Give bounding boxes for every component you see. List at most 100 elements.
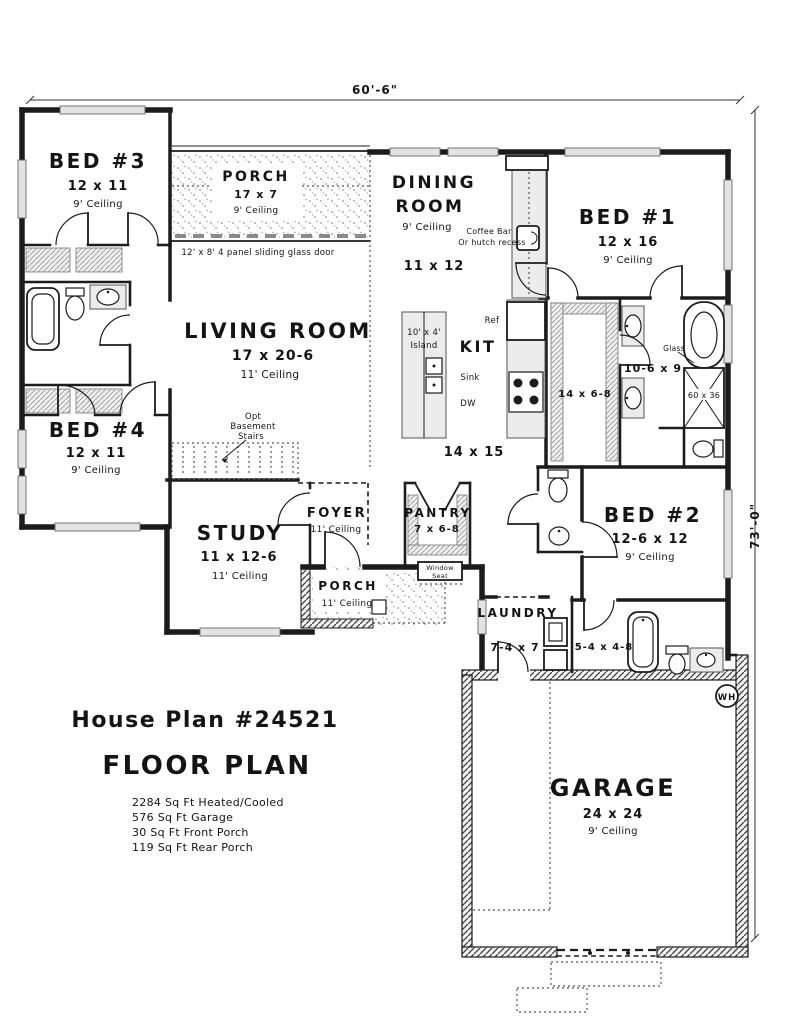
room-label-bed3: BED #3 [49, 149, 147, 173]
room-label-dining-2: ROOM [396, 197, 465, 217]
room-size-bed2: 12-6 x 12 [611, 532, 688, 547]
coffee-bar-note-1: Coffee Bar [466, 227, 512, 236]
sliding-door-note: 12' x 8' 4 panel sliding glass door [181, 248, 334, 258]
windows [17, 105, 733, 637]
kitchen-island [401, 311, 447, 439]
sink-icon [89, 284, 127, 310]
room-ceiling-bed2: 9' Ceiling [625, 552, 674, 563]
room-size-living: 17 x 20-6 [232, 348, 314, 364]
vanity-sink-icon [621, 305, 645, 347]
room-label-bed4: BED #4 [49, 418, 147, 442]
toilet-icon [692, 439, 724, 458]
plan-stat-front-porch: 30 Sq Ft Front Porch [132, 826, 249, 839]
dimension-lines [25, 95, 760, 943]
room-ceiling-bed1: 9' Ceiling [603, 255, 652, 266]
room-ceiling-foyer: 11' Ceiling [311, 525, 362, 535]
bathtub-icon [26, 287, 60, 351]
hall-bath-fixtures [627, 611, 724, 675]
shower-size-backplate [687, 389, 721, 400]
rear-porch-slab [171, 145, 371, 238]
kitchen-fixtures [369, 155, 546, 470]
room-size-kitchen: 14 x 15 [444, 445, 505, 460]
plan-title: House Plan #24521 [71, 708, 338, 733]
sink-label: Sink [460, 373, 479, 383]
sliding-glass-door [171, 234, 371, 242]
water-heater-label: WH [718, 693, 737, 703]
powder-room-fixtures [547, 469, 570, 546]
sink-icon [689, 647, 724, 673]
room-label-foyer: FOYER [307, 506, 367, 521]
window-seat-note-2: Seat [432, 572, 448, 580]
sink-icon [548, 526, 570, 546]
room-size-hall-bath: 5-4 x 4-8 [575, 642, 634, 653]
master-bath-fixtures [621, 301, 725, 458]
room-label-front-porch: PORCH [318, 579, 378, 593]
pantry-shelving [407, 494, 468, 585]
room-size-bed1: 12 x 16 [598, 235, 659, 250]
room-size-rear-porch: 17 x 7 [234, 188, 278, 201]
dimension-width-label: 60'-6" [352, 83, 398, 97]
window-seat-note-1: Window [426, 564, 454, 572]
room-ceiling-bed3: 9' Ceiling [73, 199, 122, 210]
toilet-icon [547, 469, 569, 503]
room-size-pantry: 7 x 6-8 [414, 524, 459, 535]
basement-stairs [171, 439, 299, 480]
plan-stat-garage: 576 Sq Ft Garage [132, 811, 233, 824]
opt-stairs-note-3: Stairs [238, 432, 264, 442]
island-note-1: 10' x 4' [407, 328, 441, 338]
coffee-bar-note-2: Or hutch recess [458, 238, 526, 247]
room-size-garage: 24 x 24 [583, 807, 644, 822]
glass-note: Glass [663, 344, 685, 353]
room-size-master-closet: 14 x 6-8 [558, 389, 611, 400]
room-label-bed1: BED #1 [579, 205, 677, 229]
room-label-rear-porch: PORCH [222, 169, 289, 185]
opt-stairs-note-1: Opt [245, 412, 262, 422]
room-ceiling-study: 11' Ceiling [212, 571, 268, 582]
shower-size-label: 60 x 36 [688, 391, 720, 400]
island-note-2: Island [410, 341, 437, 351]
garage-walls [461, 653, 749, 1013]
room-size-dining: 11 x 12 [404, 259, 465, 274]
dw-label: DW [460, 399, 476, 409]
master-closet-shelving [550, 302, 619, 462]
toilet-icon [665, 645, 689, 675]
room-size-bed3: 12 x 11 [68, 179, 129, 194]
ref-label: Ref [485, 316, 500, 326]
left-bath-fixtures [25, 247, 127, 414]
range-icon [508, 371, 544, 413]
room-label-bed2: BED #2 [604, 503, 702, 527]
room-ceiling-front-porch: 11' Ceiling [322, 599, 373, 609]
room-ceiling-rear-porch: 9' Ceiling [234, 206, 279, 216]
dimension-depth-label: 73'-0" [748, 503, 762, 549]
room-label-garage: GARAGE [550, 774, 676, 802]
room-ceiling-living: 11' Ceiling [241, 369, 300, 381]
room-label-living: LIVING ROOM [184, 319, 372, 343]
plan-subtitle: FLOOR PLAN [102, 751, 311, 781]
plan-stat-heated: 2284 Sq Ft Heated/Cooled [132, 796, 284, 809]
room-label-kitchen: KIT [460, 337, 497, 356]
room-label-dining-1: DINING [392, 173, 476, 193]
room-ceiling-dining: 9' Ceiling [402, 222, 451, 233]
room-ceiling-garage: 9' Ceiling [588, 826, 637, 837]
coffee-bar [505, 155, 549, 299]
room-label-study: STUDY [197, 521, 283, 545]
room-label-pantry: PANTRY [404, 506, 471, 520]
plan-stat-rear-porch: 119 Sq Ft Rear Porch [132, 841, 253, 854]
toilet-icon [65, 287, 85, 321]
garden-tub-icon [683, 301, 725, 369]
interior-walls [20, 150, 730, 674]
door-swings [55, 212, 683, 681]
room-size-laundry: 7-4 x 7 [490, 641, 539, 654]
bathtub-icon [627, 611, 659, 673]
front-porch-slab [300, 566, 446, 629]
room-size-study: 11 x 12-6 [200, 550, 277, 565]
vanity-sink-icon [621, 377, 645, 419]
room-size-bed4: 12 x 11 [66, 446, 127, 461]
laundry-fixtures [543, 617, 568, 671]
opt-stairs-note-2: Basement [230, 422, 276, 432]
fridge-icon [506, 301, 546, 341]
room-size-master-bath: 10-6 x 9 [624, 362, 682, 375]
water-heater-icon [715, 684, 739, 708]
